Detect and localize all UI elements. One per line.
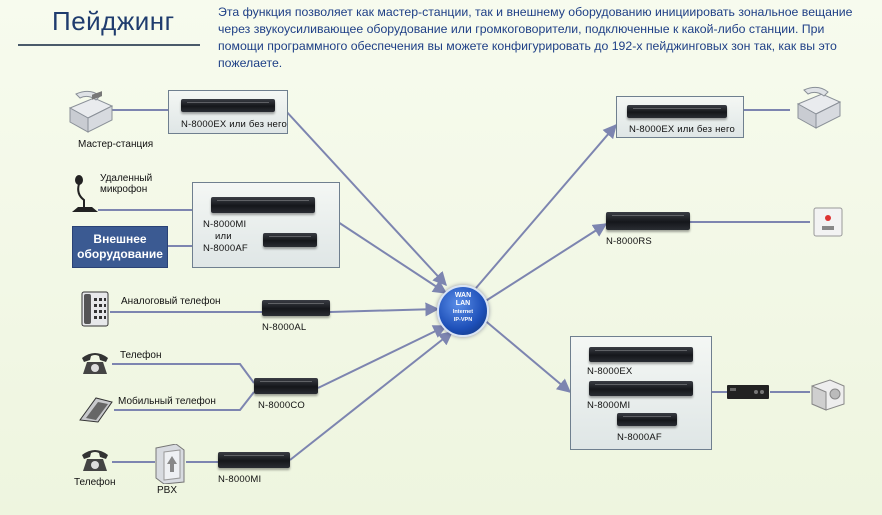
n8000co-device [254,378,318,394]
pbx-label: PBX [157,485,178,496]
rs-device-label: N-8000RS [606,236,652,247]
phone-label: Телефон [120,350,162,361]
phone-2-label: Телефон [74,477,116,488]
pbx-icon [152,444,186,484]
analog-phone-label: Аналоговый телефон [121,296,221,307]
remote-mic-label-2: микрофон [100,184,148,195]
n8000mi-device [211,197,315,213]
group-mi-label: N-8000MI [587,400,631,411]
master-device-label: N-8000EX или без него [181,119,287,130]
line-mi2-hub [289,331,454,461]
amplifier-icon [726,382,770,402]
mobile-phone-label: Мобильный телефон [118,396,216,407]
right-group-box: N-8000EX N-8000MI N-8000AF [570,336,712,450]
mi-af-device-box: N-8000MI или N-8000AF [192,182,340,268]
master-device-box: N-8000EX или без него [168,90,288,134]
telephone-icon [80,350,110,376]
mobile-phone-icon [76,394,116,424]
description-text: Эта функция позволяет как мастер-станции… [218,5,853,70]
mi2-device-label: N-8000MI [218,474,262,485]
n8000rs-device [606,212,690,230]
master-station-label: Мастер-станция [78,139,154,150]
line-hub-group [481,317,572,393]
group-n8000ex-device [589,347,693,362]
or-label: или [215,231,232,242]
external-equipment-badge: Внешнее оборудование [72,226,168,268]
n8000mi-2-device [218,452,290,468]
network-hub: WAN LAN Internet IP-VPN [437,285,489,337]
line-phone [112,363,255,384]
master-telephone-icon [64,90,116,136]
call-station-icon [812,206,844,238]
group-n8000mi-device [589,381,693,396]
line-mobile [114,391,255,411]
n8000al-device [262,300,330,316]
title-underline [18,44,200,46]
hub-lan: LAN [455,300,471,307]
group-ex-label: N-8000EX [587,366,633,377]
analog-phone-icon [80,290,110,328]
right-ex-box: N-8000EX или без него [616,96,744,138]
right-ex-label: N-8000EX или без него [629,124,735,135]
co-device-label: N-8000CO [258,400,306,411]
group-n8000af-device [617,413,677,426]
external-label-2: оборудование [77,247,163,261]
hub-wan: WAN [454,292,472,299]
right-telephone-icon [792,86,844,132]
line-al-hub [329,302,440,317]
line-co-hub [317,325,448,389]
line-hub-ex [475,123,617,289]
right-n8000ex-device [627,105,727,118]
line-hub-rs [483,223,608,303]
line-mi-hub [337,221,448,294]
af-device-label: N-8000AF [203,243,248,254]
hub-ipvpn: IP-VPN [453,317,473,323]
page-title: Пейджинг [52,6,175,36]
hub-internet: Internet [452,309,474,315]
n8000af-device [263,233,317,247]
al-device-label: N-8000AL [262,322,307,333]
telephone-2-icon [80,447,110,473]
speaker-icon [810,378,846,412]
group-af-label: N-8000AF [617,432,662,443]
remote-mic-label-1: Удаленный [100,173,153,184]
n8000ex-device [181,99,275,112]
external-label-1: Внешнее [93,232,147,246]
microphone-icon [70,174,100,214]
line-master-hub [284,109,447,287]
mi-device-label: N-8000MI [203,219,247,230]
